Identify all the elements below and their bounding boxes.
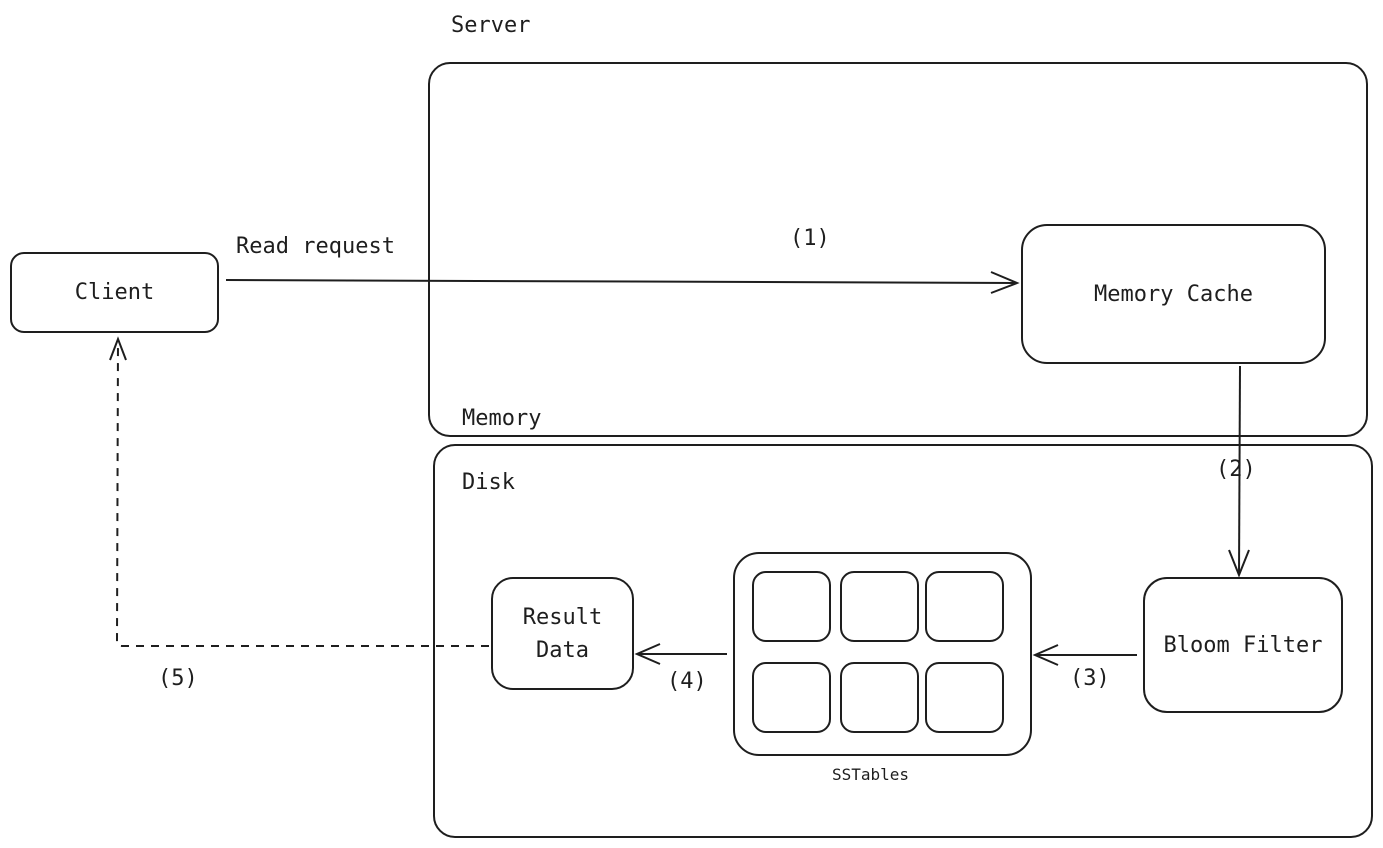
step-3-label: (3): [1070, 666, 1110, 691]
disk-label: Disk: [462, 470, 515, 495]
memory-cache-node[interactable]: Memory Cache: [1021, 224, 1326, 364]
result-data-label-line2: Data: [536, 637, 589, 663]
arrowhead-result-to-client: [109, 336, 127, 361]
sstables-label: SSTables: [832, 765, 910, 784]
server-label: Server: [451, 13, 531, 38]
sstable-cell: [840, 662, 919, 733]
step-1-label: (1): [790, 226, 830, 251]
bloom-filter-label: Bloom Filter: [1163, 632, 1323, 658]
result-data-label-line1: Result: [522, 604, 603, 630]
memory-label: Memory: [462, 406, 542, 431]
server-memory-region: [428, 62, 1368, 437]
step-4-label: (4): [667, 669, 707, 694]
sstable-cell: [752, 571, 831, 642]
sstable-cell: [925, 662, 1004, 733]
client-label: Client: [74, 280, 155, 305]
read-request-label: Read request: [236, 234, 395, 259]
bloom-filter-node[interactable]: Bloom Filter: [1143, 577, 1343, 713]
memory-cache-label: Memory Cache: [1094, 281, 1253, 307]
sstable-cell: [840, 571, 919, 642]
sstables-node[interactable]: [733, 552, 1032, 756]
step-2-label: (2): [1216, 457, 1256, 482]
sstable-cell: [925, 571, 1004, 642]
result-data-node[interactable]: Result Data: [491, 577, 634, 690]
client-node[interactable]: Client: [10, 252, 219, 333]
step-5-label: (5): [158, 666, 198, 691]
sstable-cell: [752, 662, 831, 733]
